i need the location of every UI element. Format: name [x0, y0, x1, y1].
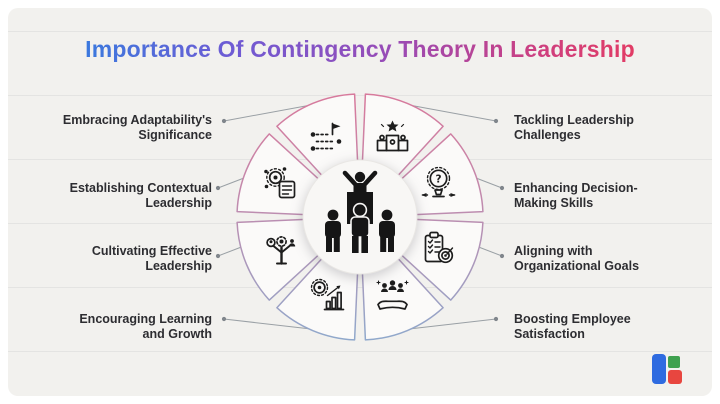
label-cultivating-effective: Cultivating Effective Leadership — [91, 244, 212, 273]
label-aligning-goals: Aligning with Organizational Goals — [514, 244, 640, 273]
gear-question-arrows-icon: ? — [421, 166, 456, 198]
podium-star-icon — [376, 120, 409, 152]
logo-blue-bar — [652, 354, 666, 384]
leader-podium-team-icon — [325, 170, 395, 253]
label-establishing-contextual: Establishing Contextual Leadership — [69, 181, 212, 210]
growth-tree-people-icon — [266, 236, 296, 265]
hand-people-icon — [376, 280, 409, 310]
gear-network-document-icon — [264, 167, 296, 199]
label-encouraging-learning: Encouraging Learning and Growth — [79, 312, 212, 341]
infographic-panel: Importance Of Contingency Theory In Lead… — [8, 8, 712, 396]
route-flag-icon — [310, 122, 342, 151]
logo-red-square — [668, 370, 682, 384]
page-title: Importance Of Contingency Theory In Lead… — [8, 36, 712, 63]
svg-text:?: ? — [435, 174, 441, 186]
connector-lines — [215, 104, 505, 330]
label-tackling-challenges: Tackling Leadership Challenges — [514, 113, 634, 142]
clipboard-target-icon — [424, 231, 454, 264]
center-hub — [302, 159, 418, 275]
label-enhancing-decisions: Enhancing Decision- Making Skills — [514, 181, 638, 210]
label-embracing-adaptability: Embracing Adaptability's Significance — [62, 113, 212, 142]
label-boosting-satisfaction: Boosting Employee Satisfaction — [514, 312, 631, 341]
gear-bar-chart-icon — [310, 278, 345, 311]
contingency-wheel: ? — [236, 93, 484, 341]
brand-logo — [652, 350, 686, 386]
logo-green-square — [668, 356, 680, 368]
